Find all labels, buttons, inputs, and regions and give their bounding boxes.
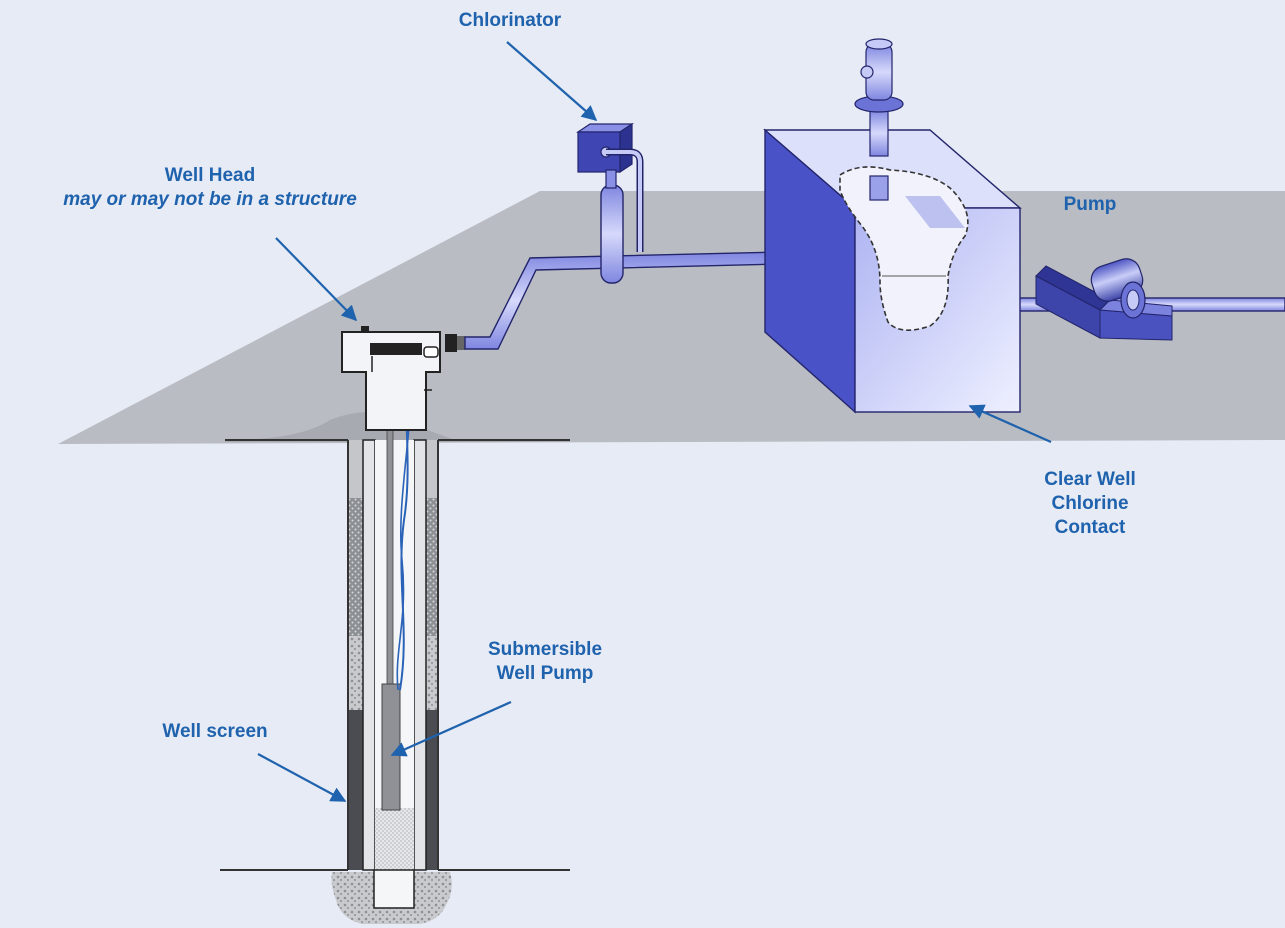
- well-head: [341, 326, 465, 431]
- label-submersible-line-2: Well Pump: [496, 663, 594, 684]
- label-well-head: Well Head may or may not be in a structu…: [20, 164, 400, 212]
- leader-arrows: [257, 41, 1052, 802]
- label-clear-well-line-2: Chlorine: [1051, 493, 1129, 514]
- label-well-screen: Well screen: [162, 721, 268, 742]
- label-chlorinator: Chlorinator: [458, 10, 562, 31]
- label-clear-well-line-3: Contact: [1054, 517, 1126, 538]
- arrow-chlorinator: [506, 41, 598, 122]
- label-submersible-line-1: Submersible: [487, 639, 603, 660]
- label-pump: Pump: [1063, 194, 1117, 215]
- arrow-well-head: [275, 237, 358, 322]
- label-clear-well: Clear Well Chlorine Contact: [1020, 468, 1160, 540]
- label-clear-well-line-1: Clear Well: [1044, 469, 1136, 490]
- chlorinator: [576, 122, 644, 284]
- clear-well-tank: [763, 128, 1022, 414]
- label-well-head-note: may or may not be in a structure: [63, 189, 357, 210]
- well-column: [220, 353, 570, 924]
- horizontal-pump: [1035, 258, 1173, 341]
- arrow-clear-well: [968, 404, 1052, 444]
- arrow-submersible: [390, 700, 512, 757]
- label-submersible-pump: Submersible Well Pump: [470, 638, 620, 686]
- label-well-head-title: Well Head: [164, 165, 256, 186]
- arrow-well-screen: [257, 753, 347, 802]
- vertical-pump: [854, 38, 904, 157]
